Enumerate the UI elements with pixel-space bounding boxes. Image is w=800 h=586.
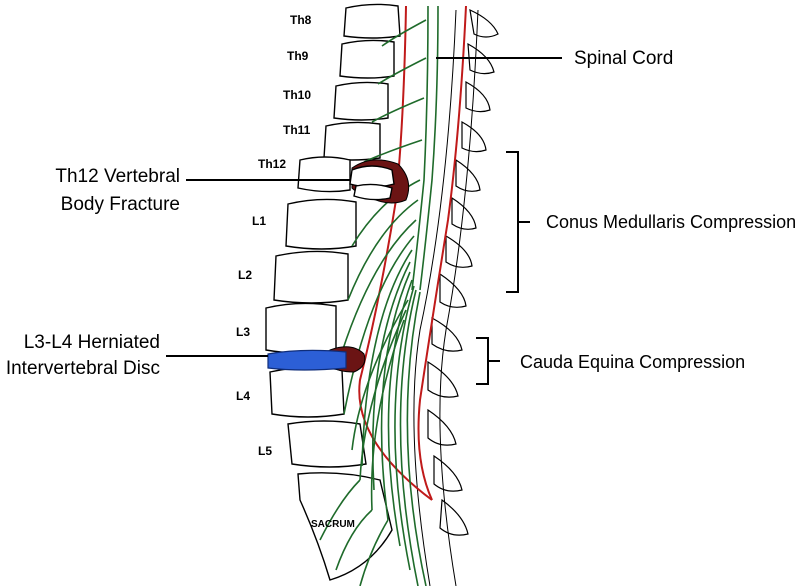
callout-th12-fracture-line1: Th12 Vertebral [55,166,180,187]
process [465,80,491,113]
process [433,454,463,492]
label-th10: Th10 [283,88,311,102]
nerve-root [351,179,421,247]
label-th9: Th9 [287,49,309,63]
vertebra-l2 [273,250,349,304]
bracket-cauda [476,337,500,385]
nerve-root [406,291,427,586]
process [445,234,473,268]
process [439,498,469,536]
label-l5: L5 [258,444,272,458]
process [427,360,459,398]
vertebra-th9 [339,39,395,79]
callout-th12-fracture-line2: Body Fracture [61,194,180,215]
callout-herniated-line2: Intervertebral Disc [6,358,160,379]
label-th8: Th8 [290,13,312,27]
callout-lines [166,57,562,385]
herniated-disc [267,346,366,373]
label-th11: Th11 [283,123,311,137]
th12-fracture [349,159,410,204]
nerve-root [381,19,427,47]
process [427,408,457,446]
bracket-conus [506,151,530,293]
nerve-root [359,309,407,481]
label-sacrum: SACRUM [311,519,355,530]
callout-texts: Spinal Cord Th12 Vertebral Body Fracture… [6,48,796,379]
nerve-root [394,285,415,571]
nerve-root [399,289,419,586]
nerve-root [370,319,405,511]
nerve-root [371,97,425,123]
nerve-root [341,219,417,353]
nerve-root [343,235,415,415]
nerve-root [319,479,361,541]
nerve-root [347,199,419,301]
vertebra-l3 [265,302,337,354]
intervertebral-disc [267,349,347,371]
label-l3: L3 [236,325,250,339]
callout-conus: Conus Medullaris Compression [546,212,796,232]
vertebra-labels: Th8 Th9 Th10 Th11 Th12 L1 L2 L3 L4 L5 SA… [236,13,355,530]
vertebra-th12 [297,156,351,193]
nerve-root [335,509,373,571]
nerve-root [380,271,411,521]
nerve-root [361,249,413,467]
label-l1: L1 [252,214,266,228]
label-th12: Th12 [258,157,286,171]
process [461,120,487,153]
vertebra-l1 [285,198,357,250]
label-l2: L2 [238,268,252,282]
vertebra-th8 [343,3,401,39]
nerve-root [351,299,409,451]
vertebral-bodies [265,3,401,581]
nerve-root [363,139,423,163]
sacrum-bone [297,472,393,581]
callout-cauda: Cauda Equina Compression [520,352,745,372]
spinal-cord-nerves [319,5,439,586]
sacral-outline [439,9,479,586]
vertebra-l5 [287,420,367,468]
vertebra-l4 [269,366,345,418]
spinal-cord [419,5,439,291]
nerve-root [377,57,427,85]
vertebra-th12-body [353,183,393,201]
vertebra-th10 [333,81,389,121]
nerve-root [359,519,389,586]
spinous-processes [413,8,499,586]
process [469,8,499,38]
spinal-cord [411,5,429,291]
callout-herniated-line1: L3-L4 Herniated [24,332,160,353]
dura-posterior [417,5,467,501]
sacral-outline [413,9,457,586]
vertebra-th11 [323,121,381,161]
callout-spinal-cord: Spinal Cord [574,48,673,69]
label-l4: L4 [236,389,250,403]
